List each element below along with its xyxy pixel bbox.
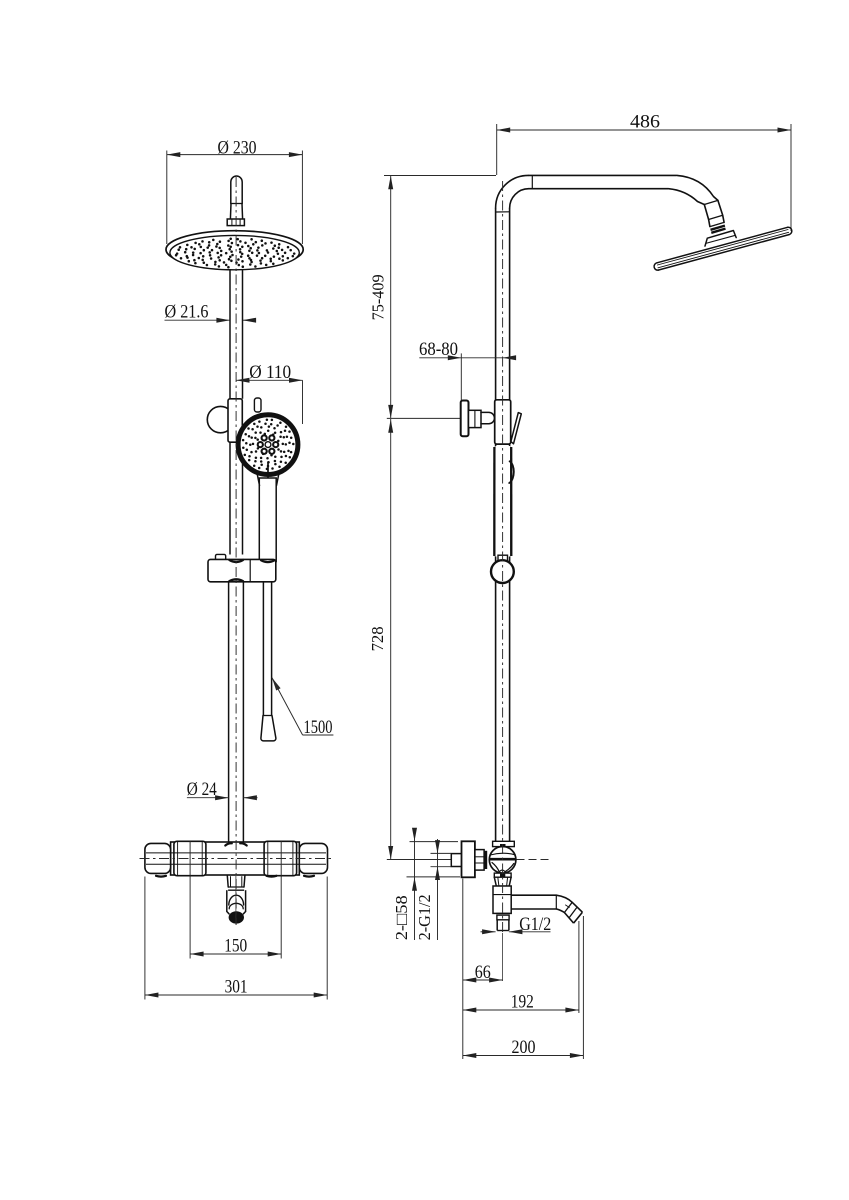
svg-text:Ø 24: Ø 24 — [187, 779, 217, 800]
svg-text:68-80: 68-80 — [419, 339, 458, 360]
svg-text:Ø 230: Ø 230 — [218, 138, 257, 159]
svg-text:2-□58: 2-□58 — [392, 895, 411, 940]
svg-text:200: 200 — [512, 1037, 536, 1058]
svg-text:2-G1/2: 2-G1/2 — [415, 894, 434, 940]
svg-text:66: 66 — [475, 962, 491, 983]
svg-text:486: 486 — [630, 112, 660, 133]
svg-text:1500: 1500 — [304, 717, 333, 738]
svg-text:75-409: 75-409 — [369, 274, 388, 320]
svg-text:G1/2: G1/2 — [519, 914, 551, 935]
svg-text:301: 301 — [225, 976, 248, 997]
svg-text:192: 192 — [511, 991, 534, 1012]
svg-text:Ø 21.6: Ø 21.6 — [165, 302, 209, 323]
svg-text:150: 150 — [224, 936, 247, 957]
svg-text:Ø 110: Ø 110 — [249, 362, 291, 383]
svg-text:728: 728 — [368, 626, 387, 651]
